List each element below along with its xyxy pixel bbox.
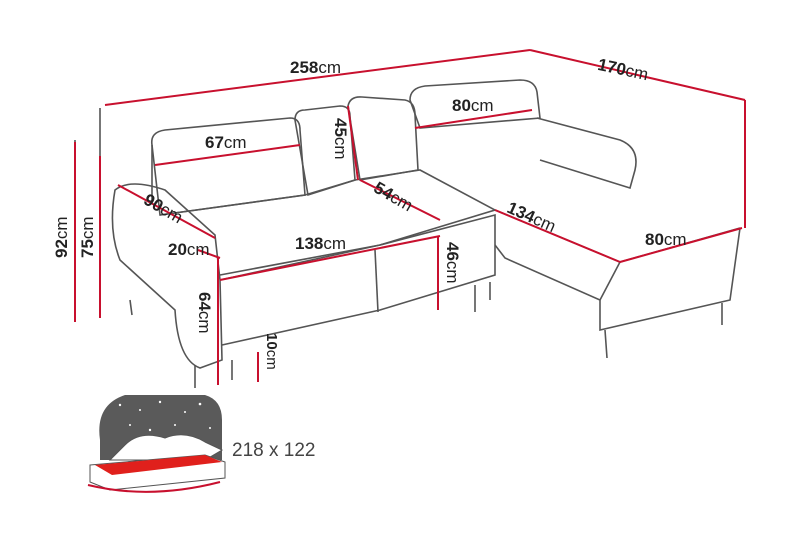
label-total-height: 92cm	[52, 216, 71, 258]
label-back-cushion-left-width: 67cm	[205, 133, 247, 152]
label-back-cushion-height: 45cm	[331, 118, 350, 160]
label-chaise-width: 80cm	[645, 230, 687, 249]
bed-size-label: 218 x 122	[232, 440, 316, 461]
label-seat-height: 46cm	[443, 242, 462, 284]
label-leg-height: 10cm	[263, 333, 280, 370]
sofa-outline	[74, 79, 741, 388]
label-seat-width: 138cm	[295, 234, 347, 253]
sleeping-function-icon	[87, 395, 226, 493]
label-armrest-width: 20cm	[168, 240, 210, 259]
label-back-height: 75cm	[78, 216, 97, 258]
dimension-lines	[74, 49, 746, 385]
label-back-cushion-right-width: 80cm	[452, 96, 494, 115]
label-total-width: 258cm	[290, 58, 342, 77]
label-armrest-height: 64cm	[195, 292, 214, 334]
